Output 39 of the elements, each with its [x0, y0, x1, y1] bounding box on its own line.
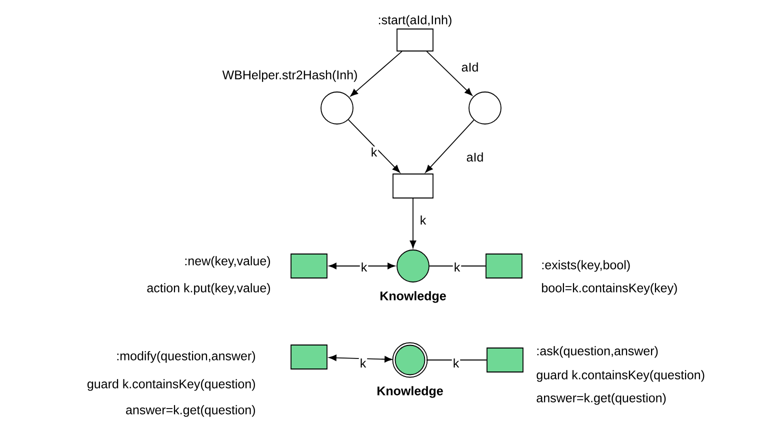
- arc-arrow: [348, 119, 400, 173]
- arc-label: k: [358, 357, 368, 369]
- transition-label: answer=k.get(question): [536, 393, 666, 405]
- arc-label: k: [360, 261, 368, 273]
- transition-label: :start(aId,Inh): [378, 15, 452, 27]
- place-circle: [396, 250, 430, 282]
- arc-arrow: [328, 354, 392, 362]
- arc-arrow: [350, 51, 402, 96]
- place-label: Knowledge: [380, 291, 446, 303]
- transition-box: [486, 348, 524, 372]
- place-circle: [468, 92, 502, 124]
- transition-box: [392, 174, 434, 198]
- transition-box: [486, 254, 522, 278]
- arc-label: k: [452, 261, 462, 273]
- transition-label: :modify(question,answer): [117, 351, 256, 363]
- arc-arrow: [425, 120, 474, 173]
- place-circle: [392, 342, 428, 378]
- transition-label: action k.put(key,value): [147, 283, 270, 295]
- arc-label: WBHelper.str2Hash(Inh): [221, 69, 359, 83]
- transition-label: :ask(question,answer): [537, 346, 658, 358]
- transition-label: guard k.containsKey(question): [536, 370, 704, 382]
- transition-label: :exists(key,bool): [542, 260, 630, 272]
- arc-label: k: [452, 357, 460, 369]
- transition-label: bool=k.containsKey(key): [542, 283, 677, 295]
- arc-label: k: [370, 146, 378, 158]
- transition-box: [396, 28, 434, 52]
- arc-arrow: [426, 51, 472, 96]
- arc-label: aId: [465, 151, 485, 163]
- place-label: Knowledge: [378, 386, 443, 398]
- transition-label: guard k.containsKey(question): [87, 379, 255, 391]
- transition-label: answer=k.get(question): [126, 405, 256, 417]
- transition-box: [290, 344, 328, 370]
- place-circle: [320, 92, 354, 124]
- arc-label: k: [418, 214, 428, 226]
- arc-arrow: [410, 198, 416, 248]
- arc-label: aId: [460, 61, 480, 73]
- transition-box: [290, 254, 328, 278]
- arc-arrow: [328, 262, 396, 270]
- transition-label: :new(key,value): [185, 256, 270, 268]
